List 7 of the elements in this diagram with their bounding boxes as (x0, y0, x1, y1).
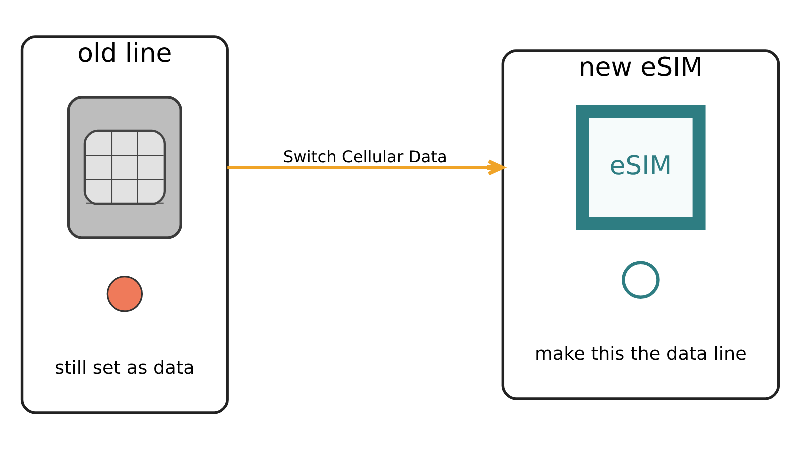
arrow (227, 160, 504, 176)
cluster: old line still set as data (20, 36, 228, 414)
edge-label: Switch Cellular Data (282, 147, 447, 166)
node-circle (622, 261, 660, 300)
node-picture (66, 96, 182, 240)
node-circle (106, 276, 143, 312)
node-box: eSIM (576, 105, 706, 230)
